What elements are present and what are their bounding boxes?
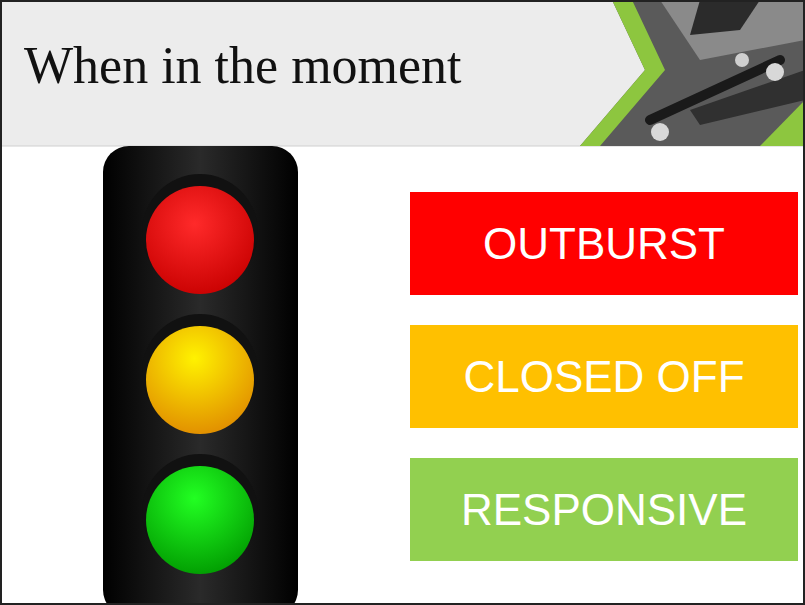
- state-label: CLOSED OFF: [463, 352, 744, 402]
- state-label: RESPONSIVE: [461, 485, 747, 535]
- skate-photo: [580, 0, 805, 146]
- slide-title: When in the moment: [24, 36, 462, 95]
- traffic-light: [103, 146, 298, 605]
- state-box: RESPONSIVE: [410, 458, 798, 561]
- header-band: [0, 0, 805, 146]
- state-box: OUTBURST: [410, 192, 798, 295]
- state-label: OUTBURST: [483, 219, 725, 269]
- state-box: CLOSED OFF: [410, 325, 798, 428]
- green-stripes: [580, 0, 805, 146]
